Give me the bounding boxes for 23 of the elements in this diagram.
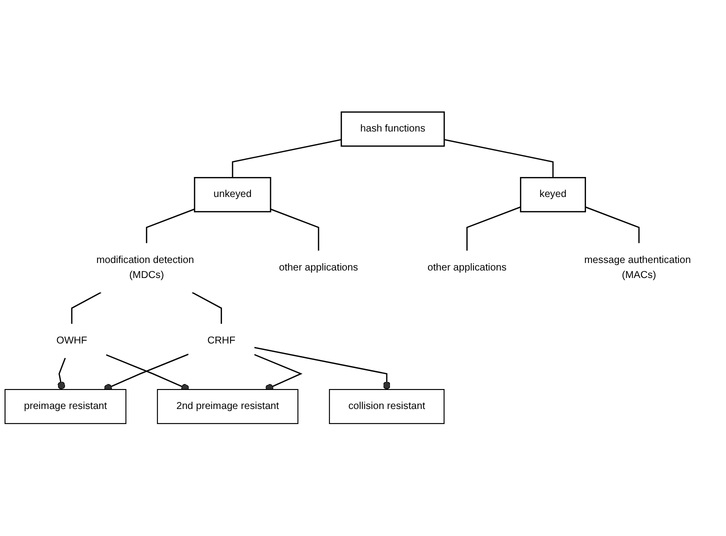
connector bbox=[444, 139, 554, 178]
node-box: preimage resistant bbox=[4, 389, 126, 424]
connector bbox=[71, 292, 102, 324]
node-text: message authentication (MACs) bbox=[584, 254, 691, 281]
connector bbox=[58, 358, 66, 390]
node-box: collision resistant bbox=[328, 389, 445, 424]
node-text: modification detection (MDCs) bbox=[96, 254, 194, 281]
connector bbox=[146, 208, 195, 244]
connector bbox=[254, 347, 391, 390]
connector bbox=[466, 206, 521, 251]
connector bbox=[270, 208, 320, 251]
node-box: unkeyed bbox=[194, 177, 272, 212]
node-text: CRHF bbox=[207, 335, 236, 346]
connector bbox=[585, 206, 640, 244]
node-box: keyed bbox=[520, 177, 586, 212]
node-box: 2nd preimage resistant bbox=[156, 389, 298, 424]
connector bbox=[254, 354, 302, 392]
connector bbox=[192, 292, 222, 324]
node-text: other applications bbox=[278, 262, 358, 274]
node-text: other applications bbox=[427, 262, 507, 274]
node-text: OWHF bbox=[56, 335, 88, 346]
node-box: hash functions bbox=[340, 112, 445, 147]
connector bbox=[232, 139, 342, 178]
